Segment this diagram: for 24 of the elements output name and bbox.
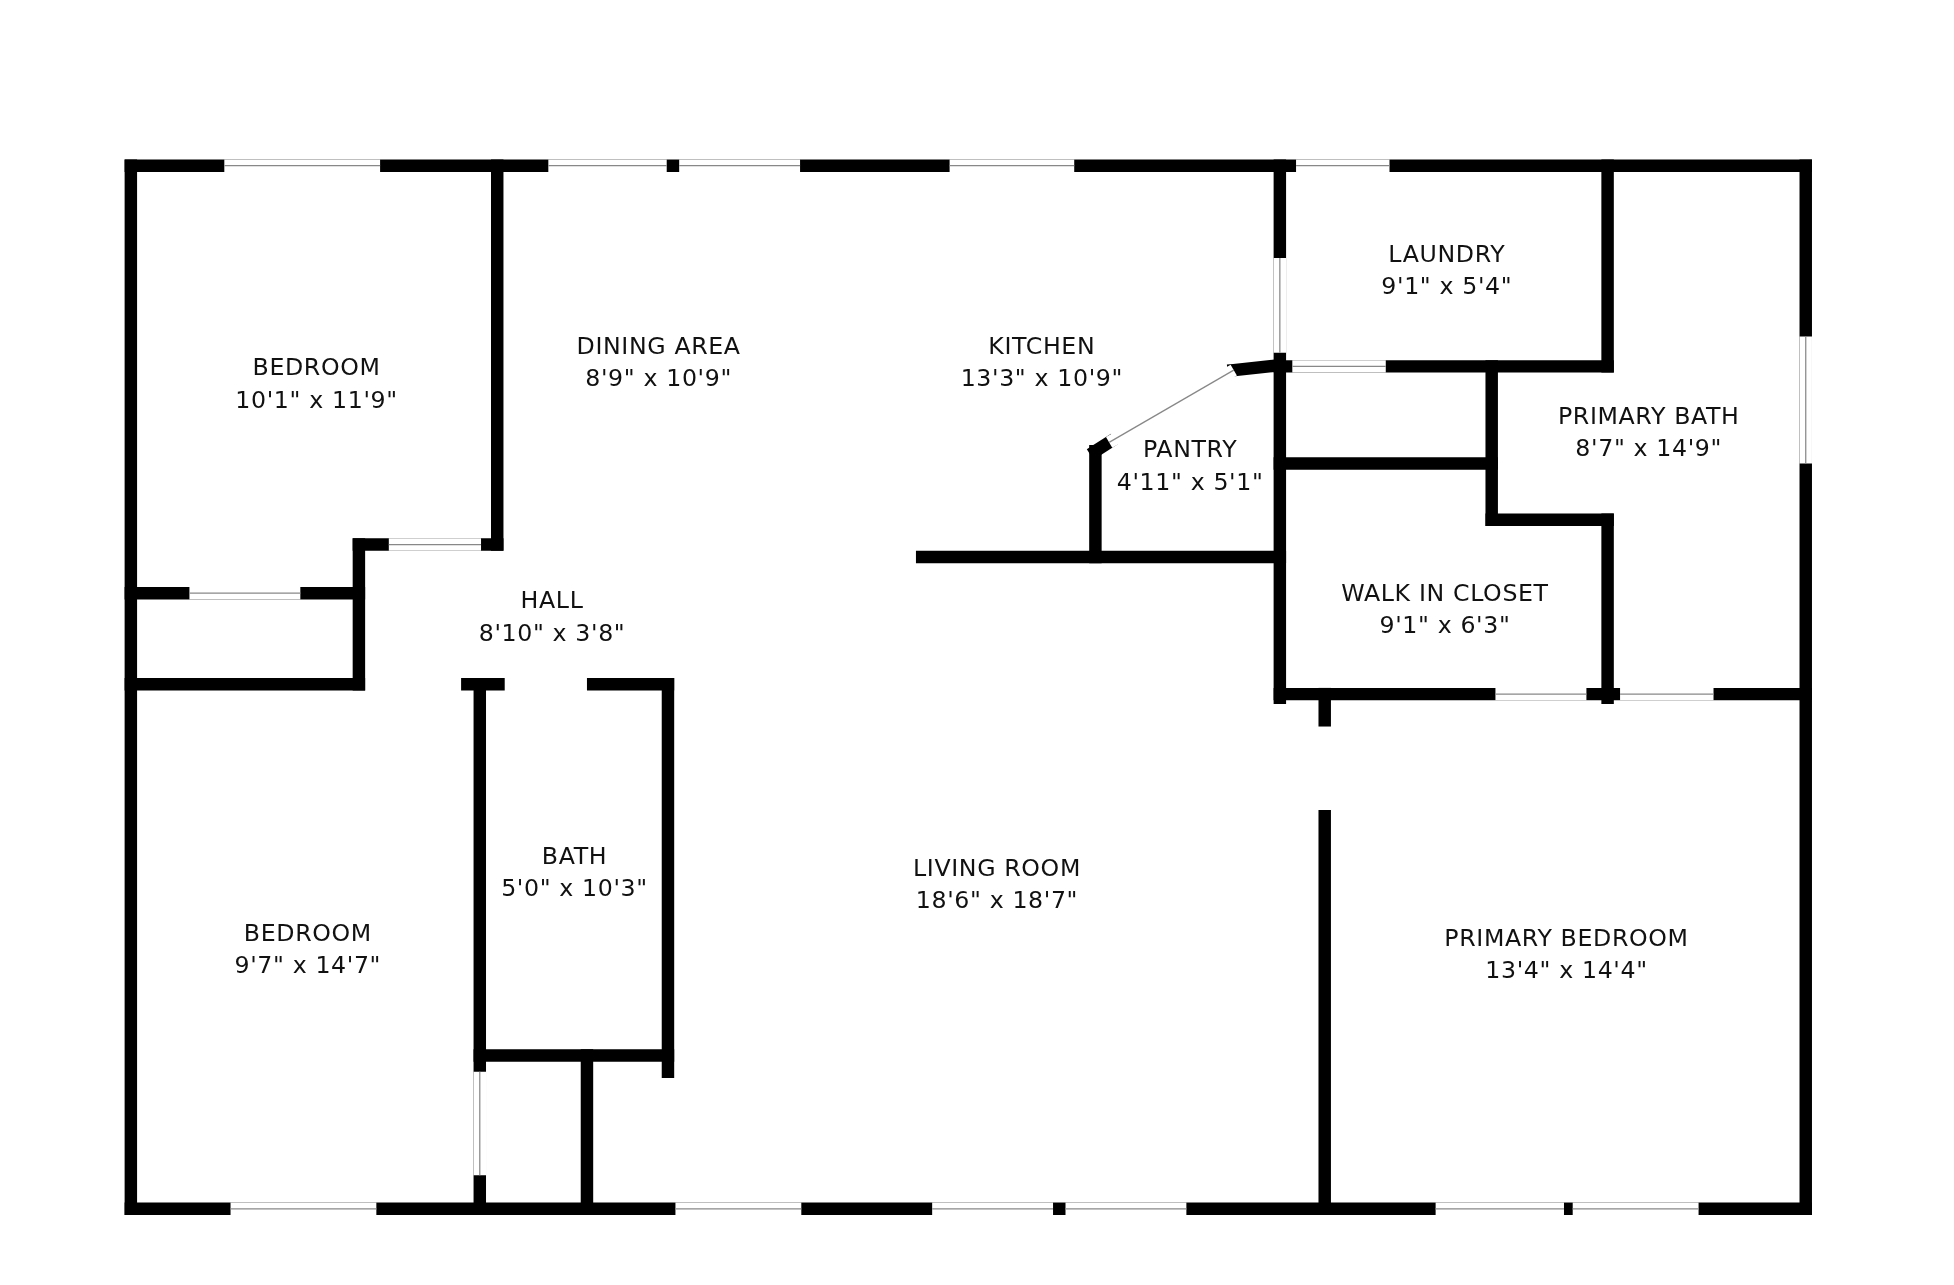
room-name: BATH [541,840,608,871]
room-name: BEDROOM [252,351,381,383]
room-name: PRIMARY BATH [1557,400,1740,431]
room-name: PANTRY [1143,433,1238,464]
room-dimensions: 5'0" x 10'3" [501,872,648,903]
room-name: BEDROOM [243,916,372,948]
room-dimensions: 13'4" x 14'4" [1485,954,1648,985]
room-dimensions: 13'3" x 10'9" [960,362,1123,394]
room-name: WALK IN CLOSET [1341,576,1549,608]
room-name: DINING AREA [576,330,741,361]
room-dimensions: 9'1" x 5'4" [1381,270,1513,302]
room-name: KITCHEN [988,330,1096,361]
room-dimensions: 9'1" x 6'3" [1379,609,1511,640]
room-dimensions: 8'7" x 14'9" [1575,432,1723,464]
room-dimensions: 8'10" x 3'8" [478,617,626,648]
room-dimensions: 18'6" x 18'7" [915,885,1079,916]
room-name: LAUNDRY [1388,238,1506,269]
room-dimensions: 4'11" x 5'1" [1116,465,1264,497]
room-name: PRIMARY BEDROOM [1444,921,1689,953]
room-name: HALL [520,584,584,616]
room-dimensions: 8'9" x 10'9" [585,362,732,394]
room-name: LIVING ROOM [913,852,1081,884]
room-dimensions: 9'7" x 14'7" [234,949,382,980]
room-dimensions: 10'1" x 11'9" [235,384,398,415]
